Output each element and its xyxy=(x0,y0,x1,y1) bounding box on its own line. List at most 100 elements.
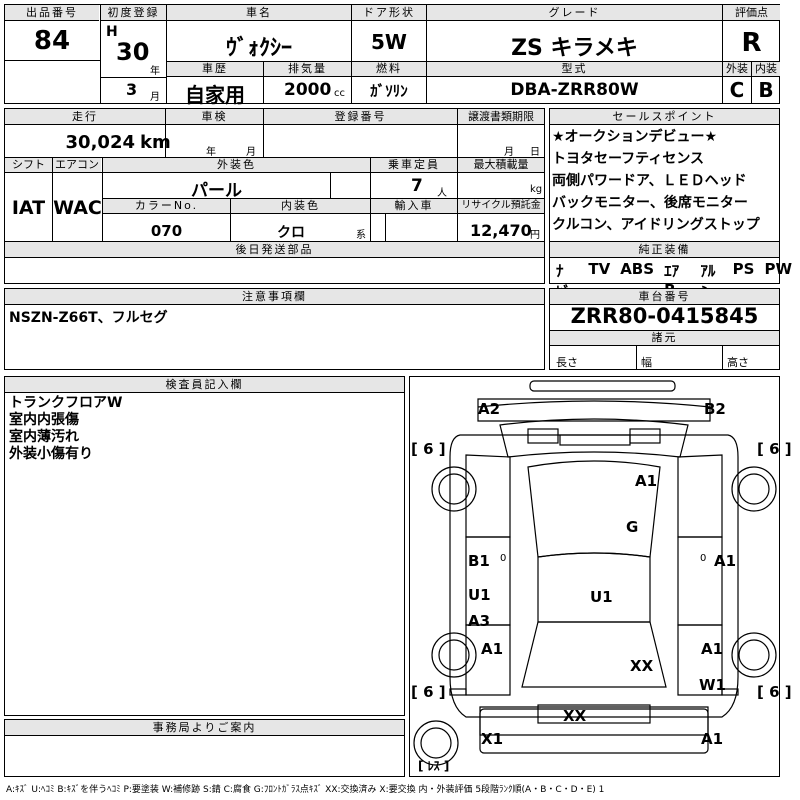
inspector-line: 室内内張傷 xyxy=(9,412,79,428)
mileage-unit: km xyxy=(140,132,171,153)
era-value: H xyxy=(106,24,118,40)
inspector-line: 外装小傷有り xyxy=(9,446,93,462)
aircon-label: エアコン xyxy=(53,158,101,172)
mark-right-rear: W1 xyxy=(699,676,726,694)
mark-spare-tire: [ ﾚｽ ] xyxy=(418,759,450,773)
mark-right-quarter: A1 xyxy=(701,640,724,658)
legend-text: A:ｷｽﾞ U:ﾍｺﾐ B:ｷｽﾞを伴うﾍｺﾐ P:要塗装 W:補修跡 S:錆 … xyxy=(6,785,605,795)
mark-left-front-door: B1 xyxy=(468,552,490,570)
notes-block xyxy=(4,288,545,370)
mark-rear-panel: XX xyxy=(563,707,587,725)
inspector-label: 検査員記入欄 xyxy=(5,377,404,393)
mark-tire-rear-right: [ 6 ] xyxy=(757,683,792,701)
lot-value: 84 xyxy=(33,26,71,56)
year-unit: 年 xyxy=(150,66,160,77)
capacity-label: 乗車定員 xyxy=(371,158,457,172)
history-value: 自家用 xyxy=(185,83,245,107)
chassis-block xyxy=(549,288,780,370)
damage-diagram-block xyxy=(409,376,780,777)
header-block xyxy=(4,4,780,104)
history-label: 車歴 xyxy=(167,62,263,76)
mark-zero-right: 0 xyxy=(700,553,707,564)
color-value: パール xyxy=(191,181,242,201)
width-label: 幅 xyxy=(641,356,652,369)
chassis-value: ZRR80-0415845 xyxy=(570,304,759,328)
mark-floor: U1 xyxy=(590,588,613,606)
car-name-value: ｳﾞｫｸｼｰ xyxy=(225,36,292,61)
dims-label: 諸元 xyxy=(550,331,779,345)
grade-value: ZS キラメキ xyxy=(511,36,638,61)
color-label: 外装色 xyxy=(103,158,370,172)
equipment-item: TV xyxy=(588,260,611,278)
sales-point-line: 両側パワードア、ＬＥＤヘッド xyxy=(552,173,747,189)
transfer-day-unit: 日 xyxy=(530,147,540,158)
mark-tire-front-right: [ 6 ] xyxy=(757,440,792,458)
month-unit: 月 xyxy=(150,92,160,103)
month-value: 3 xyxy=(126,80,138,99)
mark-rear-glass: XX xyxy=(630,657,654,675)
exterior-value: C xyxy=(729,78,745,102)
later-parts-label: 後日発送部品 xyxy=(5,242,544,258)
sales-points-label: セールスポイント xyxy=(550,109,779,125)
mark-roof: A1 xyxy=(635,472,658,490)
equipment-item: ABS xyxy=(620,260,655,278)
import-label: 輸入車 xyxy=(371,199,457,213)
grade-label: グレード xyxy=(427,5,722,21)
displacement-unit: cc xyxy=(334,88,345,99)
mark-right-front-door: A1 xyxy=(714,552,737,570)
mark-tire-rear-left: [ 6 ] xyxy=(411,683,446,701)
equipment-item: PS xyxy=(732,260,755,278)
mark-left-quarter: A1 xyxy=(481,640,504,658)
inspection-month-unit: 月 xyxy=(246,147,256,158)
mileage-value: 30,024 xyxy=(65,132,135,153)
shift-value: IAT xyxy=(11,197,46,219)
inspector-line: トランクフロアW xyxy=(9,395,123,411)
mark-glass: G xyxy=(626,518,639,536)
recycle-value: 12,470 xyxy=(470,221,532,240)
sales-point-line: トヨタセーフティセンス xyxy=(552,151,705,167)
interior-label: 内装 xyxy=(752,62,780,76)
inspection-year-unit: 年 xyxy=(206,147,216,158)
score-label: 評価点 xyxy=(723,5,780,21)
interior-value: B xyxy=(758,78,774,102)
mark-zero-left: 0 xyxy=(500,553,507,564)
later-parts-block xyxy=(4,241,545,284)
mark-front-right: B2 xyxy=(704,400,726,418)
inspector-block xyxy=(4,376,405,716)
mark-left-rocker: U1 xyxy=(468,586,491,604)
int-color-value: クロ xyxy=(277,225,305,241)
length-label: 長さ xyxy=(556,356,578,369)
equipment-label: 純正装備 xyxy=(550,242,779,258)
plate-label: 登録番号 xyxy=(264,109,457,125)
inspector-line: 室内薄汚れ xyxy=(9,429,79,445)
chassis-label: 車台番号 xyxy=(550,289,779,305)
mark-rear-right: A1 xyxy=(701,730,724,748)
notes-text: NSZN-Z66T、フルセグ xyxy=(9,310,168,326)
transfer-month-unit: 月 xyxy=(504,147,514,158)
color-no-value: 070 xyxy=(150,222,183,240)
lot-label: 出品番号 xyxy=(5,5,99,21)
capacity-unit: 人 xyxy=(437,188,447,199)
door-value: 5W xyxy=(371,30,407,54)
mileage-label: 走行 xyxy=(5,109,165,125)
first-reg-label: 初度登録 xyxy=(101,5,166,21)
int-color-label: 内装色 xyxy=(231,199,370,213)
model-label: 型式 xyxy=(427,62,722,76)
office-block xyxy=(4,719,405,777)
inspection-label: 車検 xyxy=(166,109,263,125)
sales-point-line: ★オークションデビュー★ xyxy=(552,129,718,145)
notes-label: 注意事項欄 xyxy=(5,289,544,305)
displacement-label: 排気量 xyxy=(264,62,351,76)
load-unit: kg xyxy=(530,184,543,195)
score-value: R xyxy=(741,28,762,58)
car-name-label: 車名 xyxy=(167,5,351,21)
int-color-unit: 系 xyxy=(356,230,366,241)
height-label: 高さ xyxy=(727,356,749,369)
color-no-label: カラーNo. xyxy=(103,199,230,213)
displacement-value: 2000 xyxy=(284,80,332,100)
model-value: DBA-ZRR80W xyxy=(510,80,639,100)
office-label: 事務局よりご案内 xyxy=(5,720,404,736)
fuel-label: 燃料 xyxy=(352,62,426,76)
fuel-value: ｶﾞｿﾘﾝ xyxy=(370,82,408,100)
transfer-label: 譲渡書類期限 xyxy=(458,109,544,125)
